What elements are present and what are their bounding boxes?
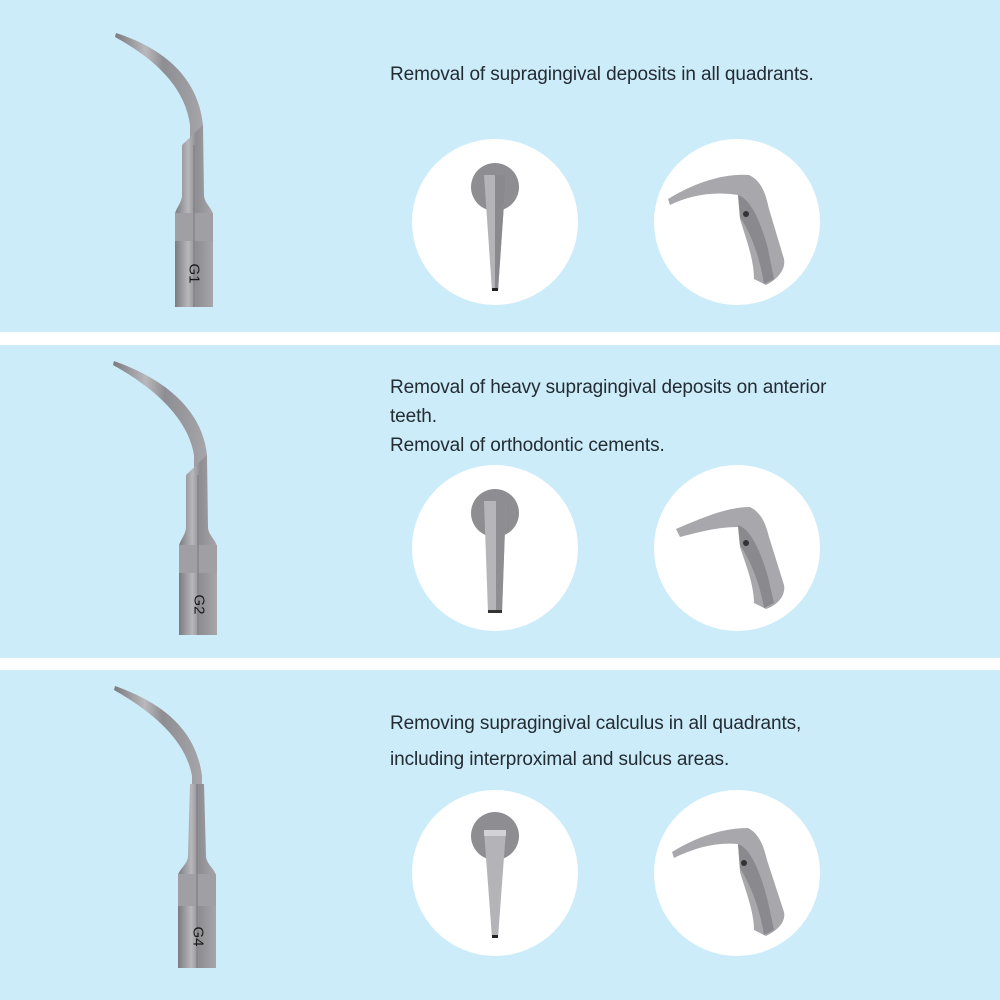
scaler-tip-icon bbox=[114, 686, 216, 968]
description-line: Removal of heavy supragingival deposits … bbox=[390, 377, 827, 398]
tip-panel-g4: G4 Removing supragingival calculus in al… bbox=[0, 670, 1000, 1000]
front-view-circle bbox=[412, 139, 578, 305]
scaler-tip-image-g4: G4 bbox=[100, 680, 260, 1000]
curved-thin-tip-icon bbox=[672, 828, 785, 936]
scaler-tip-icon bbox=[115, 33, 213, 307]
curved-pointed-tip-icon bbox=[668, 174, 785, 285]
tip-description: Removal of heavy supragingival deposits … bbox=[390, 373, 910, 460]
pointed-conical-tip-icon bbox=[471, 163, 519, 291]
scaler-tip-image-g1: G1 bbox=[100, 25, 260, 345]
tip-model-label: G2 bbox=[190, 594, 208, 615]
description-line: Removal of supragingival deposits in all… bbox=[390, 64, 814, 85]
description-line: Removing supragingival calculus in all q… bbox=[390, 713, 802, 734]
scaler-tip-image-g2: G2 bbox=[100, 355, 260, 675]
tip-panel-g1: G1 Removal of supragingival deposits in … bbox=[0, 0, 1000, 332]
thin-pointed-tip-icon bbox=[471, 812, 519, 938]
curved-flat-tip-icon bbox=[676, 507, 785, 609]
tip-model-label: G4 bbox=[189, 926, 207, 947]
description-line: teeth. bbox=[390, 406, 437, 427]
side-view-circle bbox=[654, 139, 820, 305]
description-line: including interproximal and sulcus areas… bbox=[390, 749, 730, 770]
tip-panel-g2: G2 Removal of heavy supragingival deposi… bbox=[0, 345, 1000, 658]
tip-description: Removal of supragingival deposits in all… bbox=[390, 60, 910, 89]
front-view-circle bbox=[412, 790, 578, 956]
tip-model-label: G1 bbox=[185, 263, 203, 284]
scaler-tip-icon bbox=[113, 361, 217, 635]
side-view-circle bbox=[654, 790, 820, 956]
description-line: Removal of orthodontic cements. bbox=[390, 435, 665, 456]
side-view-circle bbox=[654, 465, 820, 631]
tip-description: Removing supragingival calculus in all q… bbox=[390, 706, 910, 778]
front-view-circle bbox=[412, 465, 578, 631]
flat-chisel-tip-icon bbox=[471, 489, 519, 613]
